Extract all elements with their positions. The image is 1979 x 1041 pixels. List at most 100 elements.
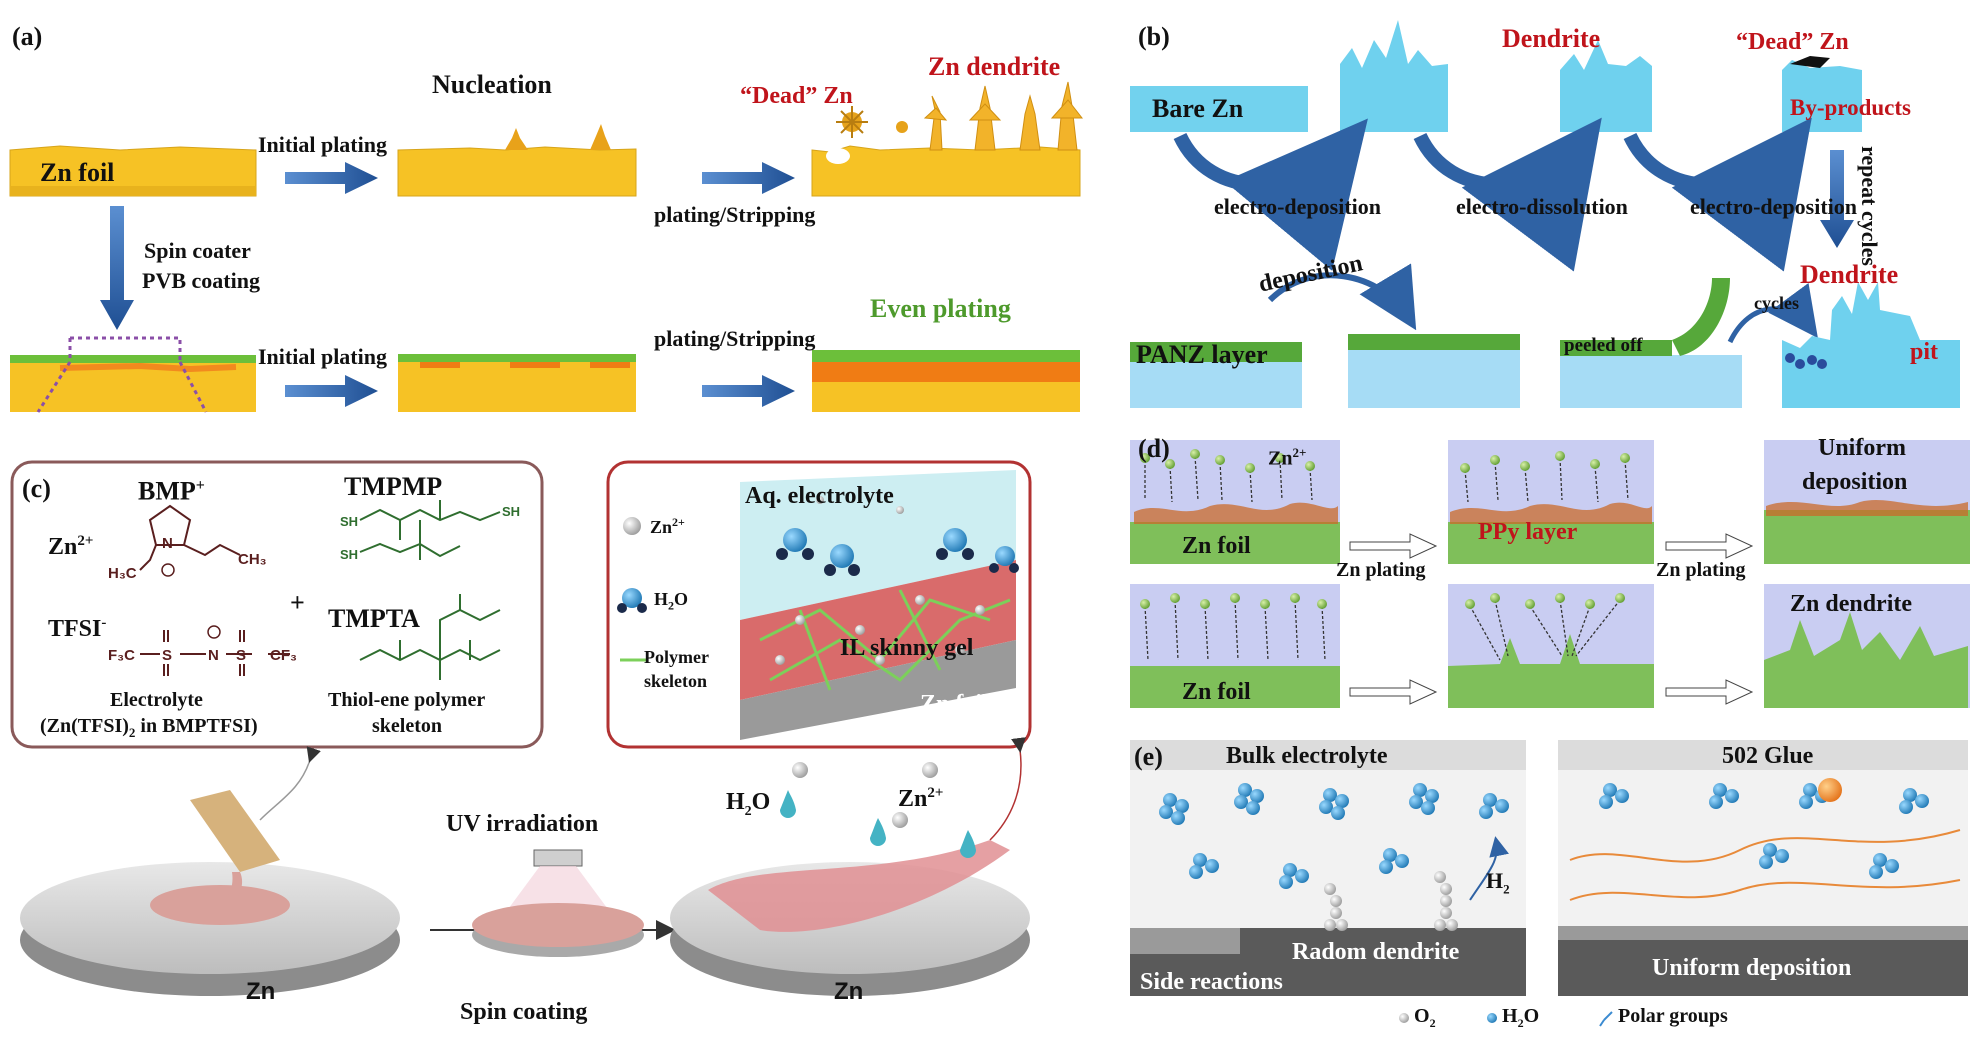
polymer-label-1: Polymer: [644, 647, 709, 667]
chem-n: N: [162, 535, 173, 552]
e-box-left-top: [1130, 740, 1526, 770]
tfsi-structure: [140, 630, 290, 676]
panz-layer-label: PANZ layer: [1136, 340, 1268, 369]
tfsi-sup: -: [101, 615, 107, 631]
n-minus-circle: [207, 625, 221, 639]
d-ppy-2: [1450, 502, 1652, 524]
zn-foil-label: Zn foil: [40, 158, 115, 187]
deposited-block-top: [1348, 334, 1520, 350]
tmpmp-label: TMPMP: [344, 472, 443, 501]
chem-h3c: H₃C: [108, 565, 137, 582]
pouring-cylinder: [190, 790, 280, 905]
legend-o2-a: O: [1414, 1005, 1430, 1027]
plating-stripping-label: plating/Stripping: [654, 202, 816, 227]
zn-plating-label-2: Zn plating: [1656, 559, 1746, 581]
d-arrow-2: [1665, 533, 1754, 559]
chem-sh-1: SH: [340, 514, 359, 529]
zn2-sup: 2+: [77, 533, 94, 549]
chem-f3c: F₃C: [108, 647, 135, 664]
d-zn2-text: Zn: [1268, 447, 1293, 470]
chem-s2: S: [236, 647, 247, 664]
cycles-label: cycles: [1754, 293, 1799, 313]
d-zn-dendrite-label: Zn dendrite: [1790, 591, 1913, 617]
legend-zn2-sup: 2+: [672, 515, 685, 529]
zn-ion-balls: [775, 496, 985, 665]
bmp-text: BMP: [138, 476, 196, 506]
h2-a: H: [1486, 868, 1504, 893]
electrolyte-label-2: (Zn(TFSI)2 in BMPTFSI): [40, 716, 258, 739]
initial-plating-label: Initial plating: [258, 132, 387, 157]
radom-dendrite-label: Radom dendrite: [1292, 939, 1460, 965]
uniform-deposition-label: Uniform deposition: [1652, 955, 1852, 981]
zn2-label: Zn2+: [48, 533, 94, 560]
d-zn-foil-top: Zn foil: [1182, 533, 1251, 559]
dead-zn-label: “Dead” Zn: [740, 83, 853, 109]
pit-label: pit: [1910, 339, 1939, 365]
nucleus-2: [590, 124, 611, 150]
zn-foil-region: [740, 640, 1016, 740]
uniform-label-1: Uniform: [1818, 435, 1906, 461]
legend-zn-ball: [623, 517, 641, 535]
peeled-block-zn: [1560, 355, 1742, 408]
e-right-foil: [1558, 940, 1968, 996]
bmp-label: BMP+: [138, 478, 205, 505]
d-foil-5: [1448, 634, 1654, 708]
electro-deposition-2-label: electro-deposition: [1690, 194, 1858, 219]
nucleation-slab: [397, 146, 637, 197]
panel-b: [1130, 20, 1960, 408]
legend-h2o-ball: [617, 588, 647, 613]
by-products-label: By-products: [1790, 95, 1911, 120]
panel-b-tag: (b): [1138, 22, 1170, 51]
d-foil-1: [1130, 522, 1340, 564]
zn2-text: Zn: [48, 534, 78, 560]
panel-a: [9, 81, 1084, 413]
zn2-bottom-text: Zn: [898, 786, 928, 812]
uniform-label-2: deposition: [1802, 469, 1908, 495]
panel-d-tag: (d): [1138, 434, 1170, 463]
aq-electrolyte-region: [740, 470, 1016, 620]
peeled-off-label: peeled off: [1564, 335, 1643, 356]
pvb-layer-2: [398, 354, 636, 362]
d-ion-balls: [1140, 449, 1630, 609]
even-deposit-3: [812, 362, 1080, 382]
e-glue-ball: [1818, 778, 1842, 802]
n-plus-circle: [161, 563, 175, 577]
tmpta-structure: [359, 594, 501, 680]
electro-deposition-1-label: electro-deposition: [1214, 194, 1382, 219]
d-foil-2: [1448, 522, 1654, 564]
d-zn-foil-bottom: Zn foil: [1182, 679, 1251, 705]
dendrite-label-top: Dendrite: [1502, 24, 1601, 53]
zn-foil-c-label: Zn foil: [920, 691, 989, 717]
d-arrow-1: [1349, 533, 1438, 559]
e-dendrite-stacks: [1324, 871, 1458, 931]
legend-h2o-a: H: [654, 589, 669, 609]
legend-h2o-b: O: [674, 589, 689, 609]
h2-sub: 2: [1503, 881, 1510, 897]
panel-c-tag: (c): [22, 474, 51, 503]
zn-plating-label-1: Zn plating: [1336, 559, 1426, 581]
pvb-coating-label: PVB coating: [142, 268, 260, 293]
cycles-arrow: [1727, 282, 1818, 344]
initial-plating-label-2: Initial plating: [258, 344, 387, 369]
curve-arrow-3: [1623, 117, 1812, 272]
nucleation-label: Nucleation: [432, 70, 552, 99]
e-right-particles: [1558, 926, 1968, 940]
uv-label: UV irradiation: [446, 811, 599, 837]
bulk-electrolyte-label: Bulk electrolyte: [1226, 743, 1388, 769]
spin-coater-arrow: [100, 206, 134, 330]
initial-plating-arrow-2: [285, 375, 378, 407]
d-ion-arrows: [1144, 455, 1629, 661]
left-disc-puddle: [150, 885, 290, 925]
d-arrow-3: [1349, 679, 1438, 705]
tmpmp-structure: [359, 500, 501, 560]
h2o-bottom-label: H2O: [726, 790, 770, 819]
chem-cf3: CF₃: [270, 647, 297, 664]
e-left-foil-light: [1130, 928, 1240, 954]
pit-particles: [1785, 353, 1827, 369]
panel-e-tag: (e): [1134, 742, 1163, 771]
polymer-label-2: skeleton: [644, 671, 707, 691]
repeat-cycles-label: repeat cycles: [1857, 146, 1882, 266]
zoom-dashed-box: [36, 336, 208, 413]
uv-lamp: [533, 849, 583, 867]
